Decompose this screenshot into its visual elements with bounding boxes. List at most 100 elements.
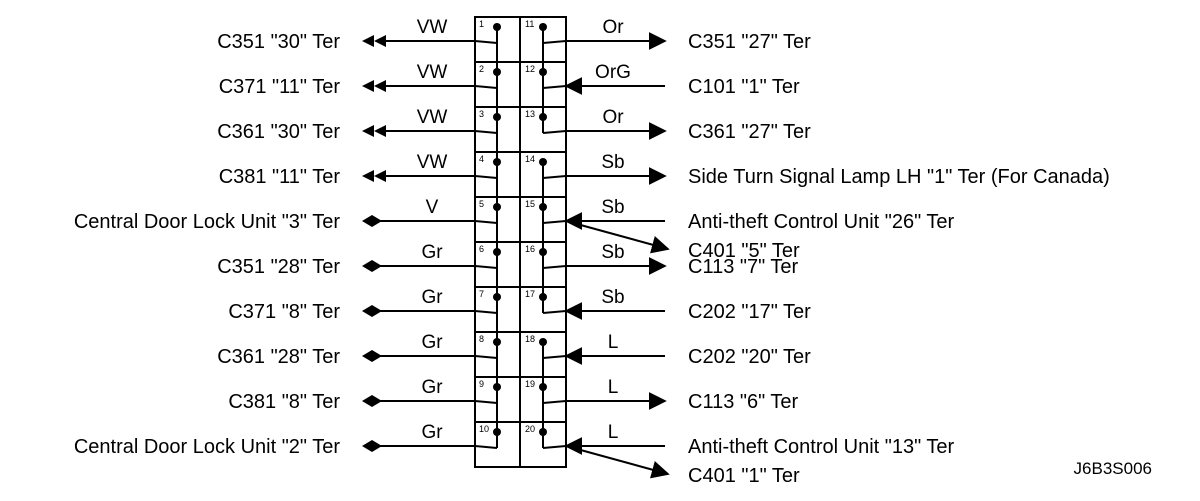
internal-lead-right: [542, 265, 567, 269]
internal-lead-right: [542, 445, 567, 449]
bidirectional-arrow-icon: [362, 440, 372, 452]
wire-color-right: Sb: [601, 152, 624, 173]
wire-color-right: Or: [602, 107, 624, 128]
terminal-label-right: C101 "1" Ter: [688, 76, 800, 98]
wire-color-left: Gr: [421, 242, 443, 263]
wire-color-right: L: [608, 332, 619, 353]
pin-number-right: 20: [525, 424, 535, 434]
terminal-label-right: Anti-theft Control Unit "26" Ter: [688, 211, 955, 233]
wire-color-left: VW: [417, 17, 448, 38]
wire-color-left: Gr: [421, 287, 443, 308]
arrow-left-icon: [374, 125, 386, 137]
figure-code: J6B3S006: [1074, 459, 1152, 478]
internal-lead-left: [474, 85, 498, 89]
bidirectional-arrow-icon: [372, 260, 382, 272]
pin-number-right: 17: [525, 289, 535, 299]
pin-number-left: 9: [479, 379, 484, 389]
bidirectional-arrow-icon: [372, 350, 382, 362]
internal-lead-right: [542, 220, 567, 224]
internal-lead-left: [474, 220, 498, 224]
internal-lead-left: [474, 130, 498, 134]
internal-lead-right: [542, 400, 567, 404]
pin-number-right: 11: [525, 19, 534, 29]
terminal-label-left: Central Door Lock Unit "3" Ter: [74, 211, 341, 233]
bidirectional-arrow-icon: [372, 215, 382, 227]
wire-color-right: Or: [602, 17, 624, 38]
pin-number-right: 19: [525, 379, 535, 389]
bidirectional-arrow-icon: [372, 395, 382, 407]
internal-lead-left: [474, 175, 498, 179]
terminal-label-left: C371 "8" Ter: [228, 301, 340, 323]
wire-color-right: Sb: [601, 197, 624, 218]
terminal-label-left: C361 "30" Ter: [217, 121, 340, 143]
branch-wire: [565, 445, 670, 479]
branch-wire: [565, 220, 670, 254]
pin-number-right: 18: [525, 334, 535, 344]
bidirectional-arrow-icon: [362, 260, 372, 272]
wire-color-left: Gr: [421, 422, 443, 443]
arrow-left-icon: [374, 170, 386, 182]
bidirectional-arrow-icon: [372, 440, 382, 452]
terminal-label-left: C361 "28" Ter: [217, 346, 340, 368]
pin-number-left: 6: [479, 244, 484, 254]
pin-number-right: 14: [525, 154, 535, 164]
internal-lead-right: [542, 355, 567, 359]
terminal-label-left: C371 "11" Ter: [219, 76, 341, 98]
terminal-label-right: Anti-theft Control Unit "13" Ter: [688, 436, 955, 458]
pin-number-left: 8: [479, 334, 484, 344]
pin-number-left: 1: [479, 19, 484, 29]
wire-color-left: VW: [417, 107, 448, 128]
internal-lead-right: [542, 175, 567, 179]
internal-lead-right: [542, 85, 567, 89]
wire-color-left: Gr: [421, 332, 443, 353]
internal-lead-left: [474, 445, 498, 449]
wire-color-right: OrG: [595, 62, 631, 83]
wire-color-right: L: [608, 377, 619, 398]
pin-number-left: 7: [479, 289, 484, 299]
pin-number-left: 2: [479, 64, 484, 74]
terminal-label-right: Side Turn Signal Lamp LH "1" Ter (For Ca…: [688, 166, 1110, 188]
terminal-label-left: C381 "11" Ter: [219, 166, 341, 188]
arrow-left-icon: [362, 170, 374, 182]
terminal-label-left: C351 "28" Ter: [217, 256, 340, 278]
bidirectional-arrow-icon: [362, 305, 372, 317]
pin-number-right: 12: [525, 64, 535, 74]
wire-color-left: V: [426, 197, 439, 218]
terminal-label-left: C381 "8" Ter: [228, 391, 340, 413]
arrow-left-icon: [362, 35, 374, 47]
internal-lead-left: [474, 400, 498, 404]
wire-color-right: Sb: [601, 287, 624, 308]
pin-number-right: 13: [525, 109, 535, 119]
pin-number-right: 16: [525, 244, 535, 254]
internal-lead-right: [542, 310, 567, 314]
internal-lead-left: [474, 355, 498, 359]
branch-label: C401 "1" Ter: [688, 465, 800, 487]
terminal-label-right: C113 "7" Ter: [688, 256, 799, 278]
bidirectional-arrow-icon: [362, 395, 372, 407]
arrow-left-icon: [362, 80, 374, 92]
internal-lead-left: [474, 40, 498, 44]
terminal-label-right: C113 "6" Ter: [688, 391, 799, 413]
terminal-label-right: C361 "27" Ter: [688, 121, 811, 143]
internal-lead-right: [542, 40, 567, 44]
wire-color-left: Gr: [421, 377, 443, 398]
bidirectional-arrow-icon: [372, 305, 382, 317]
bidirectional-arrow-icon: [362, 350, 372, 362]
pin-number-left: 4: [479, 154, 484, 164]
wire-color-right: L: [608, 422, 619, 443]
terminal-label-left: C351 "30" Ter: [217, 31, 340, 53]
pin-number-left: 3: [479, 109, 484, 119]
terminal-label-left: Central Door Lock Unit "2" Ter: [74, 436, 341, 458]
internal-lead-right: [542, 130, 567, 134]
arrow-left-icon: [374, 35, 386, 47]
pin-number-left: 10: [479, 424, 489, 434]
terminal-label-right: C202 "20" Ter: [688, 346, 811, 368]
pin-number-right: 15: [525, 199, 535, 209]
internal-lead-left: [474, 265, 498, 269]
branch-label: C401 "5" Ter: [688, 240, 800, 262]
wire-color-left: VW: [417, 62, 448, 83]
pin-number-left: 5: [479, 199, 484, 209]
bidirectional-arrow-icon: [362, 215, 372, 227]
